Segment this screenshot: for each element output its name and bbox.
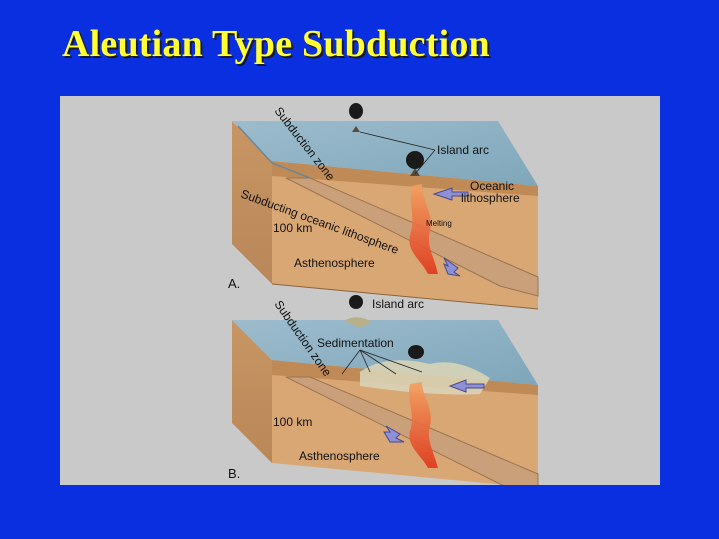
block-b-panel-letter: B. — [228, 466, 240, 481]
block-b-depth-label: 100 km — [273, 415, 312, 429]
block-a-lithosphere-label: lithosphere — [461, 191, 520, 205]
block-b-side-face — [232, 320, 272, 463]
block-a-magma-plume — [409, 184, 438, 274]
block-b-sed-pointer-2 — [359, 349, 371, 373]
block-b-sedimentation-label: Sedimentation — [317, 336, 394, 350]
block-b-slab-motion-arrow — [383, 425, 405, 443]
subduction-figure: Subduction zone Island arc Oceanic litho… — [60, 96, 660, 485]
block-a-melting-label: Melting — [426, 219, 452, 228]
subduction-diagram: Subduction zone Island arc Oceanic litho… — [228, 103, 539, 485]
block-b-plate-motion-arrow — [448, 379, 485, 393]
block-a-slab-motion-arrow — [443, 257, 461, 277]
block-b — [232, 295, 539, 485]
block-a-bottom-edge — [271, 283, 539, 310]
block-b-asthenosphere-label: Asthenosphere — [299, 449, 380, 463]
block-b-sed-pointer-3 — [359, 349, 397, 375]
block-a-trench — [237, 125, 311, 179]
block-a-panel-letter: A. — [228, 276, 240, 291]
block-b-sed-pointer-4 — [359, 349, 423, 373]
block-a-asthenosphere-label: Asthenosphere — [294, 256, 375, 270]
block-a-island-arc-label: Island arc — [437, 143, 489, 157]
block-a-crust-layer — [272, 161, 538, 196]
slide-title: Aleutian Type Subduction — [62, 23, 490, 65]
block-a — [232, 103, 539, 310]
block-b-island-arc-label: Island arc — [372, 297, 424, 311]
block-a-volcano-1 — [352, 126, 360, 132]
block-a-arc-pointer-1 — [359, 131, 436, 151]
block-b-magma-plume — [409, 382, 438, 468]
block-a-side-face — [232, 121, 272, 284]
block-b-eruption-cloud-2 — [408, 345, 424, 359]
block-a-arc-pointer-2 — [414, 149, 436, 175]
block-a-ocean-surface — [232, 121, 538, 186]
block-b-island — [344, 317, 372, 328]
block-a-eruption-cloud-2 — [406, 151, 424, 169]
block-a-eruption-cloud-1 — [349, 103, 363, 119]
block-b-sed-pointer-1 — [341, 349, 361, 375]
block-a-volcano-2 — [410, 168, 420, 176]
block-b-eruption-cloud-1 — [349, 295, 363, 309]
block-a-plate-motion-arrow — [432, 187, 469, 201]
block-a-oceanic-label: Oceanic — [470, 179, 514, 193]
block-a-depth-label: 100 km — [273, 221, 312, 235]
